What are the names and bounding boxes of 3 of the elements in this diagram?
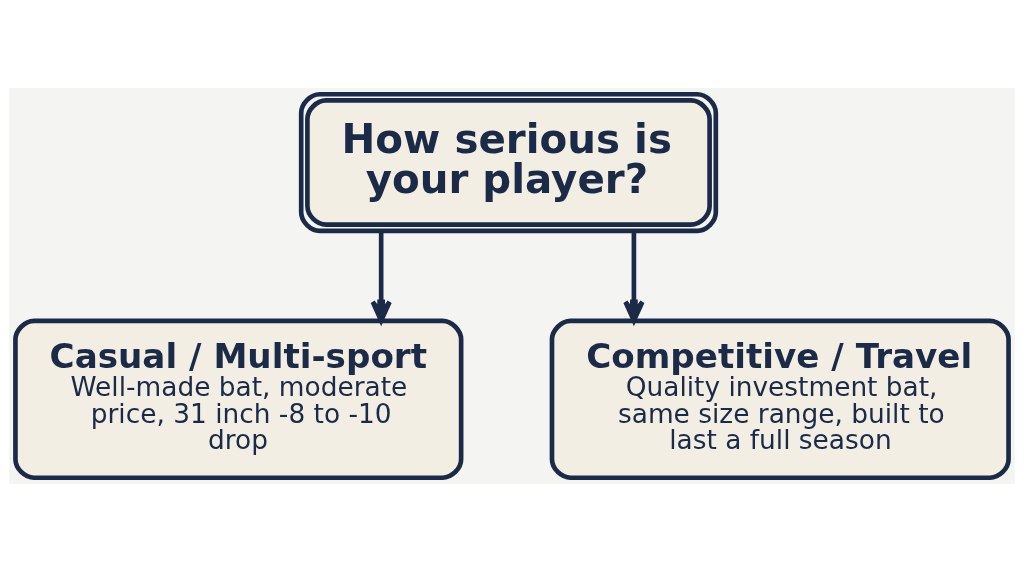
node-box: Casual / Multi-sport Well-made bat, moderate price, 31 inch -8 to -10 drop: [13, 318, 464, 481]
node-box: How serious is your player?: [298, 91, 719, 234]
node-box: Competitive / Travel Quality investment bat, same size range, built to last a full season: [549, 318, 1011, 481]
